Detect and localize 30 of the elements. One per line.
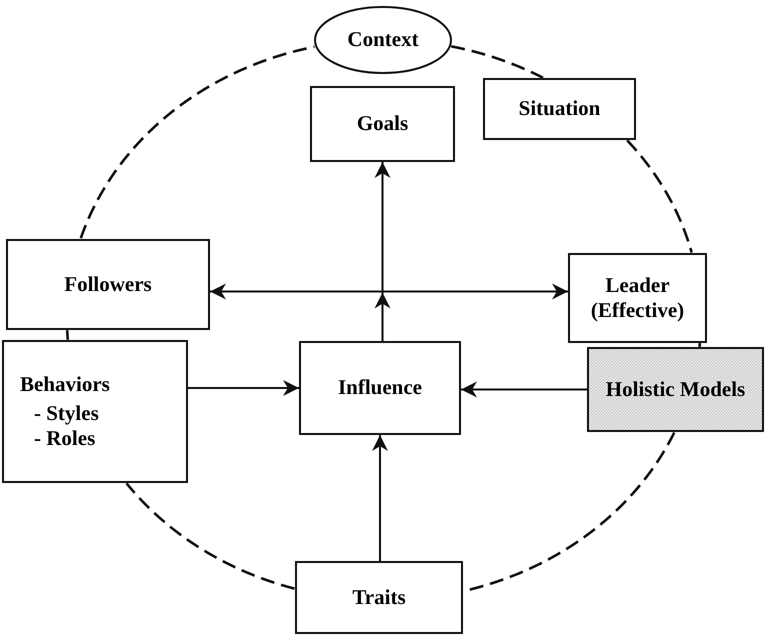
concept-box [483, 78, 636, 140]
node-label: Situation [518, 96, 600, 122]
node-label: Holistic Models [606, 376, 746, 402]
concept-box [310, 86, 455, 162]
node-label: Behaviors [20, 372, 110, 397]
arrow [188, 380, 299, 396]
dashed-line [66, 329, 70, 341]
concept-box [568, 253, 707, 343]
arrow [210, 284, 568, 300]
list-item: - Styles [33, 400, 99, 426]
dashed-line [626, 139, 693, 254]
concept-box [587, 347, 764, 432]
dashed-line [125, 482, 295, 590]
arrow [372, 435, 388, 561]
concept-box [6, 239, 210, 330]
node-label: Goals [356, 111, 408, 137]
node-label: Context [347, 27, 419, 53]
dashed-line [450, 45, 544, 79]
concept-box [295, 561, 463, 634]
dashed-line [80, 46, 315, 239]
node-label: Traits [352, 584, 406, 610]
concept-box [299, 341, 461, 435]
dashed-line [698, 342, 702, 348]
node-label: Influence [338, 375, 422, 401]
node-label: Followers [64, 272, 152, 298]
list-item: - Roles [33, 426, 96, 452]
arrow [374, 162, 390, 341]
node-label: Leader (Effective) [590, 272, 686, 324]
concept-box [2, 340, 188, 483]
arrow [461, 382, 587, 398]
